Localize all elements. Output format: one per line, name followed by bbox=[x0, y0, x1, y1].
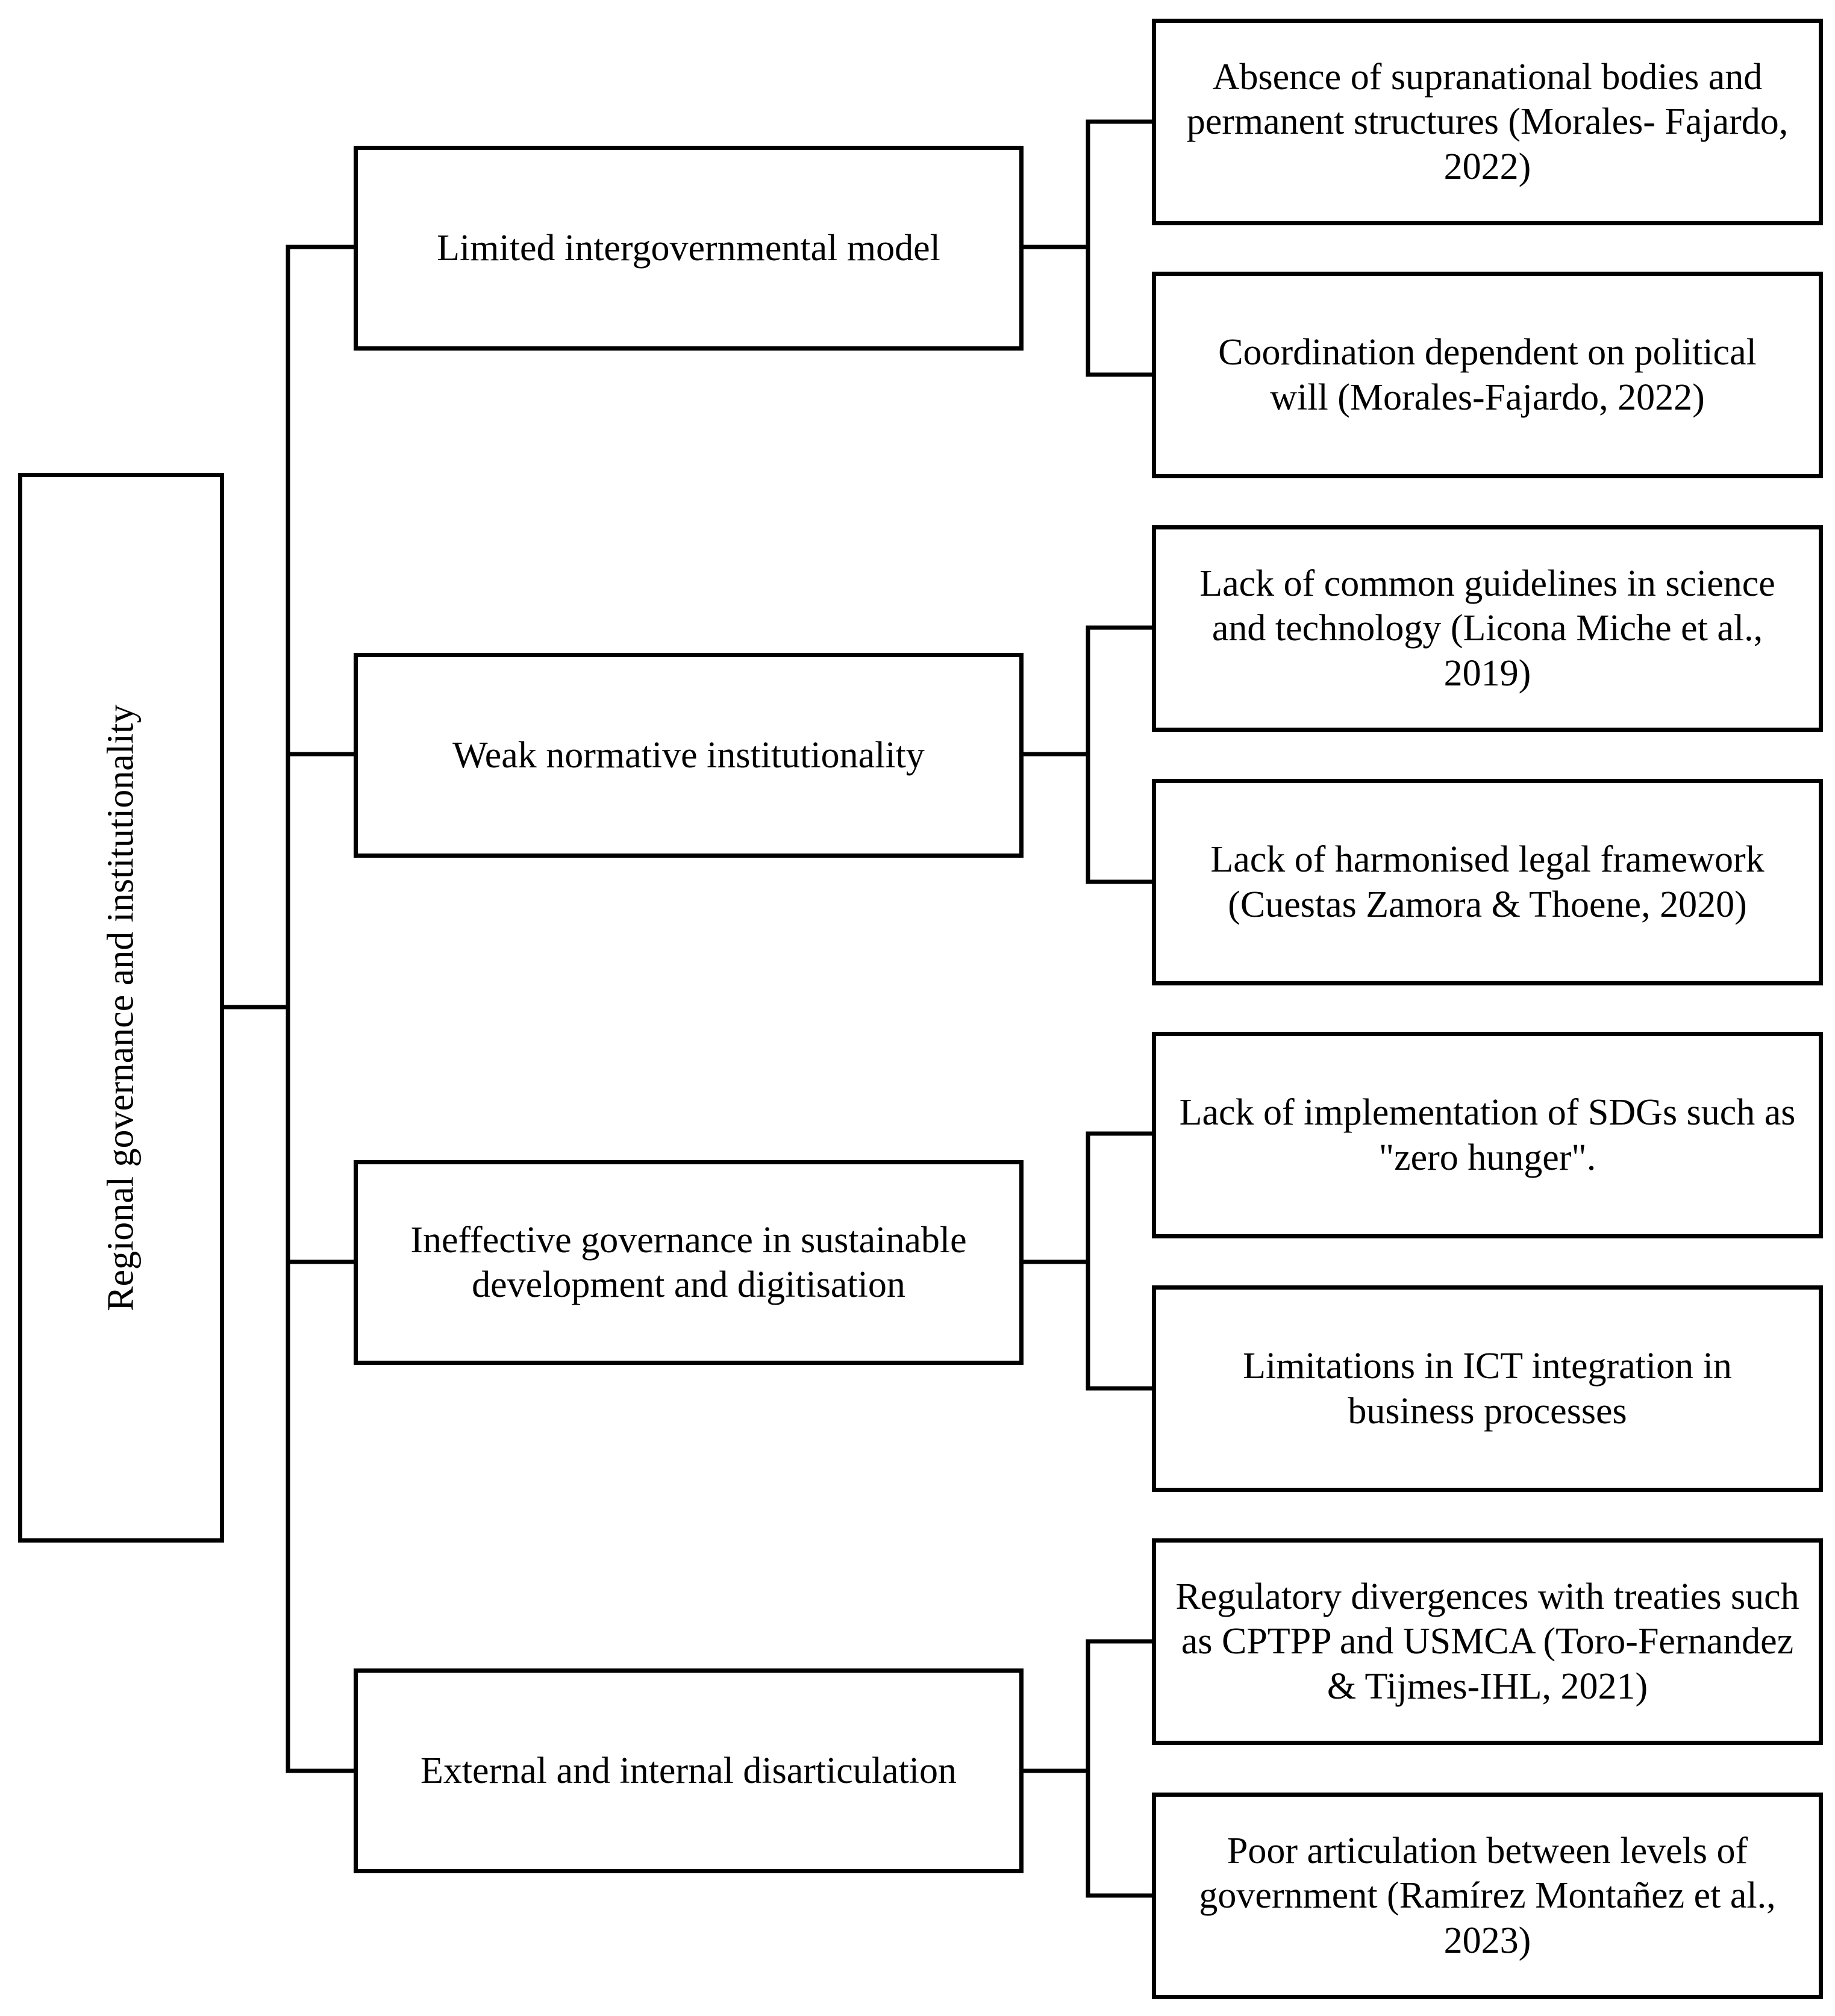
branch-node-label: Limited intergovernmental model bbox=[437, 227, 940, 269]
leaf-node-4a: Regulatory divergences with treaties suc… bbox=[1152, 1538, 1823, 1745]
leaf-node-label: Lack of harmonised legal framework (Cues… bbox=[1210, 839, 1765, 925]
leaf-node-1b: Coordination dependent on political will… bbox=[1152, 272, 1823, 478]
leaf-node-label: Coordination dependent on political will… bbox=[1218, 332, 1757, 418]
leaf-node-4b: Poor articulation between levels of gove… bbox=[1152, 1793, 1823, 1999]
leaf-node-label: Poor articulation between levels of gove… bbox=[1199, 1830, 1776, 1961]
leaf-node-2b: Lack of harmonised legal framework (Cues… bbox=[1152, 779, 1823, 985]
leaf-node-label: Limitations in ICT integration in busine… bbox=[1243, 1346, 1732, 1432]
branch-node-label: External and internal disarticulation bbox=[420, 1750, 957, 1791]
branch-node-4: External and internal disarticulation bbox=[354, 1668, 1024, 1873]
branch-node-3: Ineffective governance in sustainable de… bbox=[354, 1160, 1024, 1365]
leaf-node-3a: Lack of implementation of SDGs such as "… bbox=[1152, 1032, 1823, 1238]
leaf-node-3b: Limitations in ICT integration in busine… bbox=[1152, 1285, 1823, 1492]
leaf-node-1a: Absence of supranational bodies and perm… bbox=[1152, 19, 1823, 225]
branch-node-label: Weak normative institutionality bbox=[452, 734, 925, 776]
root-node-label: Regional governance and institutionality bbox=[100, 704, 142, 1311]
leaf-node-2a: Lack of common guidelines in science and… bbox=[1152, 525, 1823, 732]
leaf-node-label: Regulatory divergences with treaties suc… bbox=[1175, 1576, 1799, 1707]
leaf-node-label: Lack of common guidelines in science and… bbox=[1199, 563, 1775, 694]
leaf-node-label: Lack of implementation of SDGs such as "… bbox=[1179, 1092, 1796, 1178]
branch-node-2: Weak normative institutionality bbox=[354, 653, 1024, 858]
leaf-node-label: Absence of supranational bodies and perm… bbox=[1186, 56, 1789, 187]
branch-node-label: Ineffective governance in sustainable de… bbox=[410, 1219, 967, 1305]
root-node: Regional governance and institutionality bbox=[18, 473, 224, 1543]
branch-node-1: Limited intergovernmental model bbox=[354, 146, 1024, 351]
